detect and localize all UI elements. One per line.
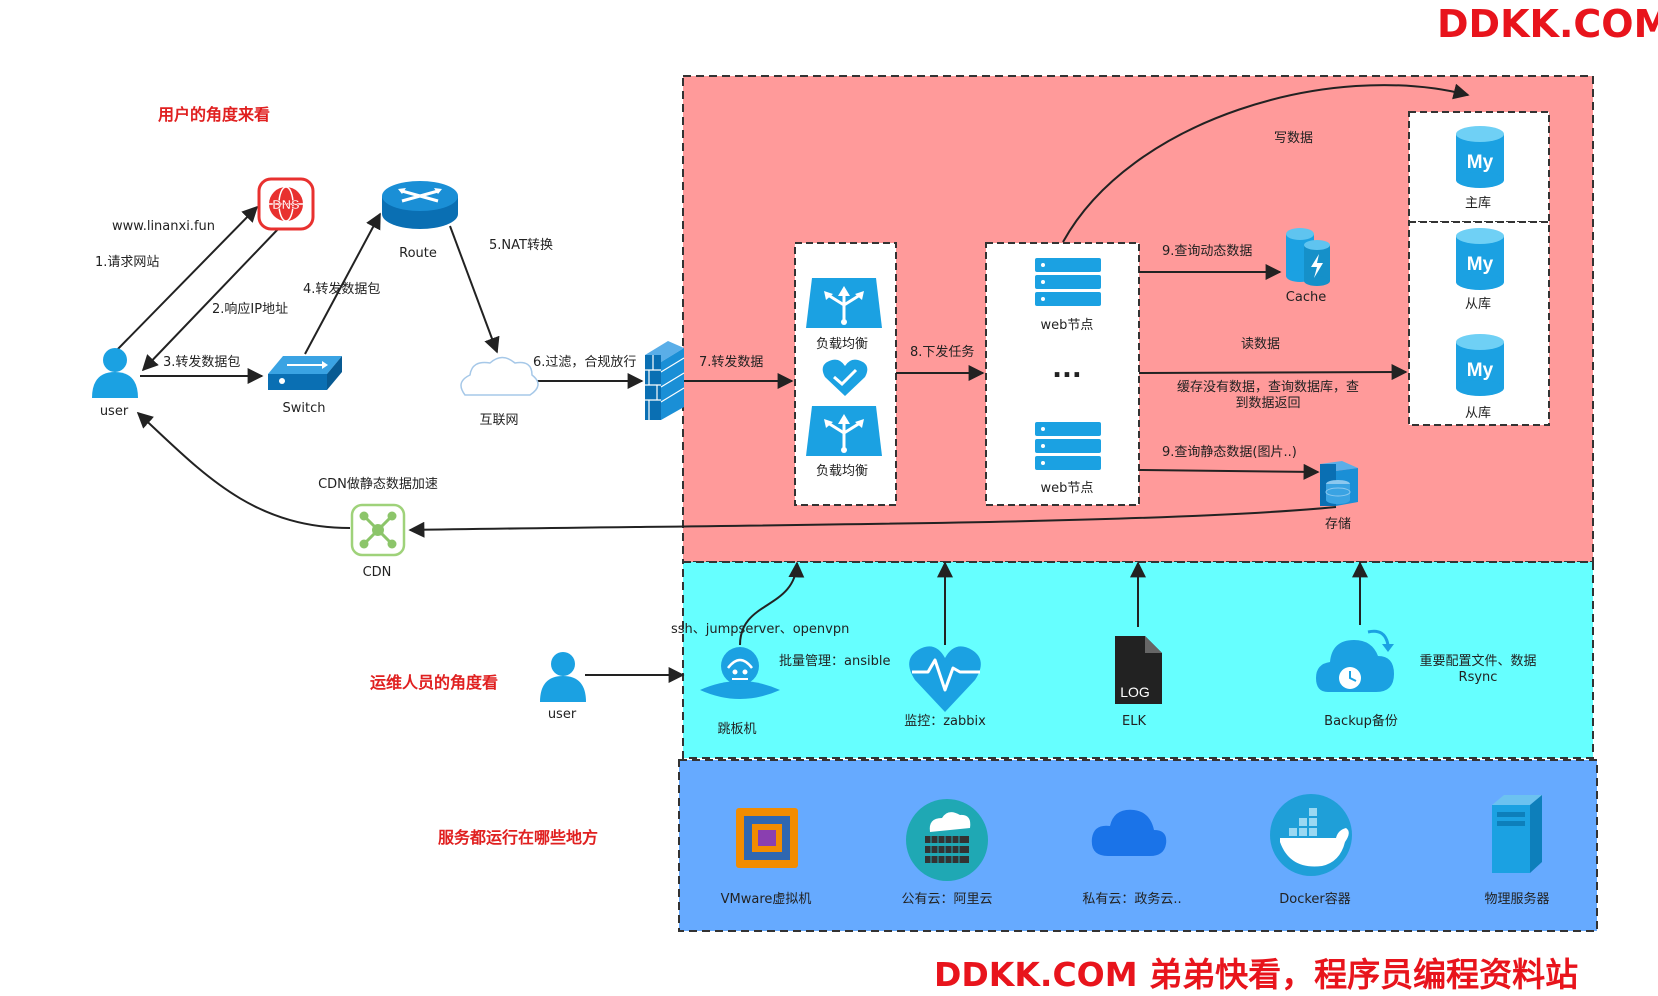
storage-icon [1320, 461, 1358, 506]
mysql-slave-icon: My [1456, 334, 1504, 396]
dns-url-label: www.linanxi.fun [112, 219, 215, 234]
infra-vmware-label: VMware虚拟机 [720, 892, 812, 907]
infra-private-cloud-label: 私有云：政务云.. [1082, 892, 1182, 907]
backup-cloud-icon [1316, 629, 1394, 692]
cdn-label: CDN [362, 565, 392, 580]
edge-static [1138, 463, 1320, 480]
edge-label-7: 7.转发数据 [699, 355, 764, 370]
edge-label-5: 5.NAT转换 [489, 238, 553, 253]
web-server-icon [1035, 258, 1101, 306]
web-label-1: web节点 [1040, 318, 1094, 333]
router-icon [382, 181, 458, 229]
load-balancer-icon [806, 278, 882, 328]
edge-label-ssh: ssh、jumpserver、openvpn [671, 622, 850, 637]
edge-label-6: 6.过滤，合规放行 [533, 355, 637, 370]
web-server-icon [1035, 422, 1101, 470]
edge-ssh [739, 561, 805, 646]
edge-request [114, 205, 259, 353]
switch-icon [268, 356, 342, 390]
edge-read [1138, 364, 1408, 381]
web-label-2: web节点 [1040, 481, 1094, 496]
heart-monitor-icon [909, 646, 981, 712]
section-ops-view: 运维人员的角度看 [370, 673, 499, 692]
health-check-icon [822, 359, 868, 396]
dns-icon: DNS [257, 177, 315, 231]
cdn-note-label: CDN做静态数据加速 [318, 477, 438, 492]
firewall-icon [645, 341, 685, 420]
private-cloud-icon [1091, 809, 1167, 856]
cache-label: Cache [1285, 290, 1327, 305]
internet-label: 互联网 [479, 413, 519, 428]
edge-label-9b: 9.查询静态数据(图片..) [1162, 445, 1297, 460]
route-label: Route [399, 246, 437, 261]
master-db-label: 主库 [1464, 196, 1492, 211]
load-balancer-icon [806, 406, 882, 456]
ops-user-label: user [547, 707, 577, 722]
mysql-slave-icon: My [1456, 228, 1504, 290]
watermark-bottom: DDKK.COM 弟弟快看，程序员编程资料站 [934, 955, 1579, 994]
docker-icon [1270, 794, 1352, 876]
mysql-master-icon: My [1456, 126, 1504, 188]
edge-storage-cdn [408, 506, 1337, 538]
edge-nat [449, 225, 500, 354]
edge-label-2: 2.响应IP地址 [212, 302, 289, 317]
edge-label-9a: 9.查询动态数据 [1162, 244, 1253, 259]
edge-to-route [304, 212, 381, 355]
slave-db-label-2: 从库 [1464, 406, 1492, 421]
jump-host-icon [700, 647, 780, 699]
lb-label-1: 负载均衡 [815, 337, 869, 352]
cache-icon [1286, 228, 1330, 286]
cdn-icon [350, 503, 406, 557]
edge-label-read: 读数据 [1241, 337, 1281, 352]
mysql-text: My [1467, 360, 1494, 381]
log-text: LOG [1120, 684, 1150, 700]
infra-docker-label: Docker容器 [1279, 892, 1351, 907]
section-user-view: 用户的角度来看 [158, 105, 271, 124]
ops-user-icon [540, 652, 586, 702]
edge-label-batch: 批量管理：ansible [779, 654, 891, 669]
slave-db-label-1: 从库 [1464, 297, 1492, 312]
storage-label: 存储 [1324, 517, 1352, 532]
jump-host-label: 跳板机 [717, 722, 757, 737]
edge-label-3: 3.转发数据包 [163, 355, 241, 370]
web-more-label: ... [1052, 354, 1082, 384]
edge-label-1: 1.请求网站 [95, 255, 160, 270]
infra-public-cloud-label: 公有云：阿里云 [901, 892, 993, 907]
edge-label-8: 8.下发任务 [910, 345, 975, 360]
edge-cdn-user [136, 411, 351, 529]
edge-label-cache-miss: 缓存没有数据，查询数据库，查到数据返回 [1176, 380, 1359, 411]
user-icon [92, 348, 138, 398]
section-infra-view: 服务都运行在哪些地方 [438, 828, 599, 847]
edge-response [141, 226, 281, 372]
switch-label: Switch [282, 401, 326, 416]
edge-label-write: 写数据 [1274, 131, 1314, 146]
edge-write [1062, 83, 1470, 243]
vmware-icon [736, 808, 798, 868]
lb-label-2: 负载均衡 [815, 464, 869, 479]
internet-cloud-icon [460, 356, 539, 396]
mysql-text: My [1467, 152, 1494, 173]
infra-physical-label: 物理服务器 [1484, 892, 1550, 907]
edge-label-rsync: 重要配置文件、数据 Rsync [1419, 654, 1537, 685]
watermark-top: DDKK.COM [1437, 2, 1658, 46]
physical-server-icon [1492, 795, 1542, 873]
dns-text: DNS [272, 197, 300, 212]
monitor-label: 监控：zabbix [904, 714, 986, 729]
log-file-icon: LOG [1115, 636, 1162, 704]
edge-label-4: 4.转发数据包 [303, 282, 381, 297]
backup-label: Backup备份 [1324, 714, 1398, 729]
user-label: user [99, 404, 129, 419]
elk-label: ELK [1122, 714, 1146, 729]
mysql-text: My [1467, 254, 1494, 275]
public-cloud-icon [906, 799, 988, 881]
